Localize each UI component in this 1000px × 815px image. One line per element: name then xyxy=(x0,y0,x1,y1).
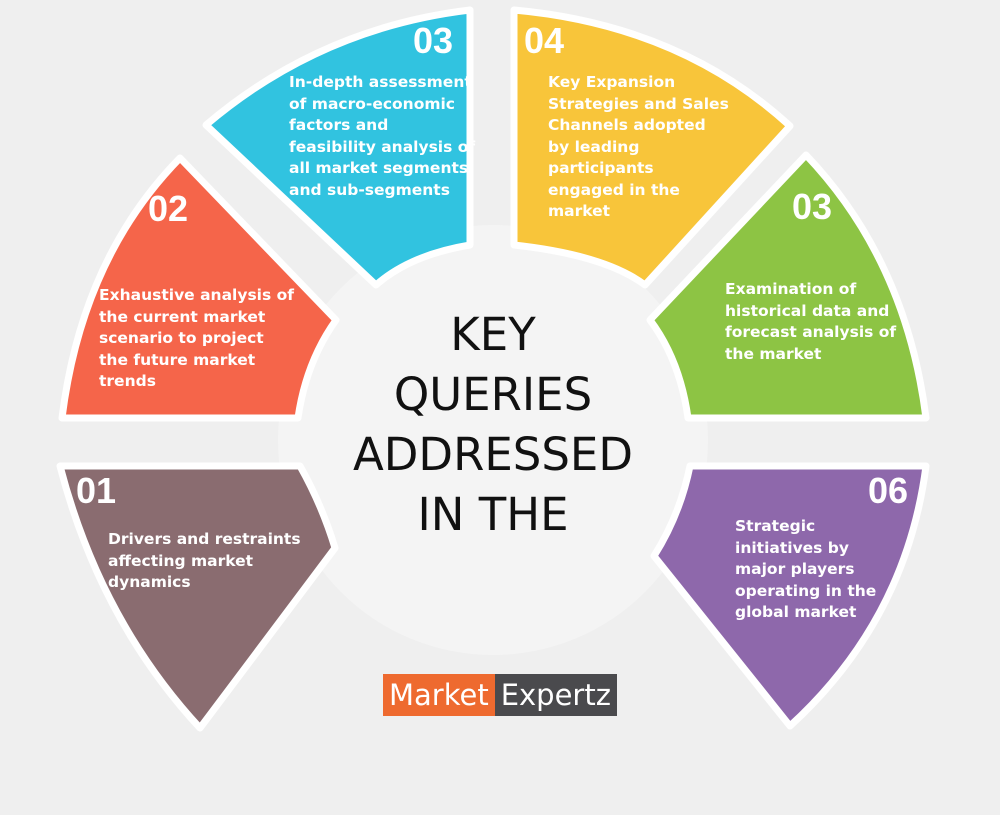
market-expertz-logo: Market Expertz xyxy=(383,674,617,716)
segment-05-shape xyxy=(646,151,930,422)
text-line: trends xyxy=(99,372,156,390)
segment-01-shape xyxy=(56,462,339,732)
segment-04-number: 04 xyxy=(524,20,565,61)
text-line: Drivers and restraints xyxy=(108,530,301,548)
text-line: Strategies and Sales xyxy=(548,94,729,113)
segment-02-shape xyxy=(58,154,340,422)
text-line: dynamics xyxy=(108,573,191,591)
text-line: scenario to project xyxy=(99,329,264,347)
text-line: Examination of xyxy=(725,280,857,298)
text-line: initiatives by xyxy=(735,538,850,557)
segment-02-number: 02 xyxy=(148,188,189,229)
text-line: by leading xyxy=(548,137,640,156)
segment-01-number: 01 xyxy=(76,470,117,511)
center-circle xyxy=(278,225,708,655)
text-line: feasibility analysis of xyxy=(289,137,476,156)
text-line: all market segments xyxy=(289,159,469,177)
text-line: factors and xyxy=(289,116,389,134)
text-line: the market xyxy=(725,344,822,363)
title-line: IN THE xyxy=(417,488,569,541)
text-line: Channels adopted xyxy=(548,116,706,134)
text-line: Exhaustive analysis of xyxy=(99,286,294,304)
segment-06-number: 06 xyxy=(868,470,909,511)
segment-06-text: Strategic initiatives by major players o… xyxy=(735,516,876,624)
text-line: participants xyxy=(548,159,654,177)
logo-part-expertz: Expertz xyxy=(494,674,617,716)
segment-05-number: 03 xyxy=(792,186,833,227)
segment-04-text: Key Expansion Strategies and Sales Chann… xyxy=(548,72,729,223)
text-line: affecting market xyxy=(108,551,254,570)
segment-01-text: Drivers and restraints affecting market … xyxy=(108,529,301,594)
text-line: engaged in the xyxy=(548,180,680,199)
text-line: of macro-economic xyxy=(289,94,455,113)
text-line: the current market xyxy=(99,307,266,326)
segment-06-shape xyxy=(650,462,930,730)
segment-04-shape xyxy=(510,6,794,289)
segment-05-text: Examination of historical data and forec… xyxy=(725,279,896,365)
title-line: QUERIES xyxy=(393,368,593,421)
text-line: In-depth assessment xyxy=(289,73,472,91)
title-line: ADDRESSED xyxy=(353,428,633,481)
text-line: and sub-segments xyxy=(289,180,450,199)
title-line: KEY xyxy=(450,308,536,361)
text-line: the future market xyxy=(99,350,256,369)
text-line: Strategic xyxy=(735,517,816,535)
segment-03-text: In-depth assessment of macro-economic fa… xyxy=(289,72,475,201)
text-line: Key Expansion xyxy=(548,73,676,91)
text-line: global market xyxy=(735,603,857,621)
segment-03-shape xyxy=(202,6,474,289)
text-line: market xyxy=(548,202,611,220)
center-title: KEY QUERIES ADDRESSED IN THE xyxy=(340,305,646,545)
segment-02-text: Exhaustive analysis of the current marke… xyxy=(99,285,294,393)
text-line: forecast analysis of xyxy=(725,323,897,341)
logo-part-market: Market xyxy=(383,674,495,716)
segment-03-number: 03 xyxy=(413,20,454,61)
text-line: historical data and xyxy=(725,301,890,320)
text-line: major players xyxy=(735,560,855,578)
text-line: operating in the xyxy=(735,581,877,600)
